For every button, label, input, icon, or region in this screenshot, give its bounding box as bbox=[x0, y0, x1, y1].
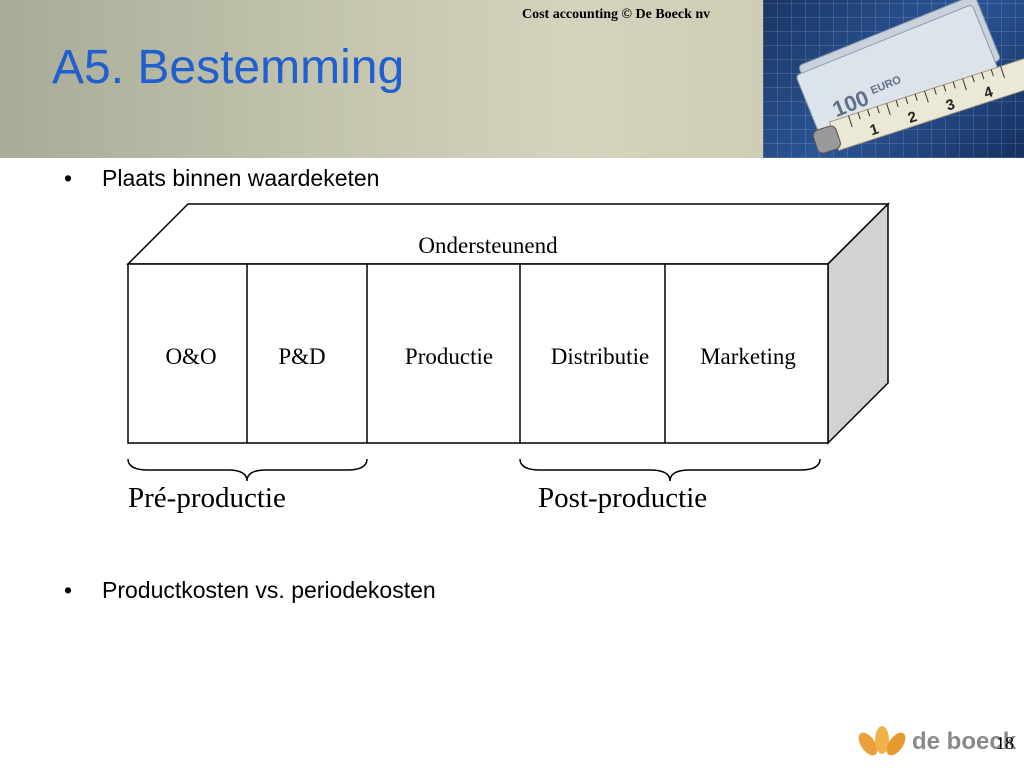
copyright-text: Cost accounting © De Boeck nv bbox=[522, 7, 711, 22]
top-label-ondersteunend: Ondersteunend bbox=[418, 233, 558, 258]
bullet-item-value-chain: • Plaats binnen waardeketen bbox=[64, 165, 379, 192]
slide-title: A5. Bestemming bbox=[52, 41, 405, 94]
box-label-pd: P&D bbox=[278, 344, 325, 369]
brace-label-post-productie: Post-productie bbox=[538, 482, 707, 514]
leaf-logo-icon bbox=[858, 726, 906, 756]
bullet-dot: • bbox=[64, 165, 73, 191]
box-front-face bbox=[127, 263, 829, 444]
box-label-marketing: Marketing bbox=[700, 344, 796, 369]
brace-pre-productie bbox=[127, 458, 368, 482]
page-number: 18 bbox=[996, 733, 1014, 753]
money-ruler-illustration: 100 EURO 1 2 3 4 bbox=[796, 0, 1024, 154]
logo-text: de boeck bbox=[912, 728, 1017, 755]
box-label-productie: Productie bbox=[405, 344, 493, 369]
box-label-distributie: Distributie bbox=[551, 344, 649, 369]
bullet-text: Plaats binnen waardeketen bbox=[102, 165, 380, 191]
brace-post-productie bbox=[519, 458, 821, 482]
bullet-text: Productkosten vs. periodekosten bbox=[102, 577, 436, 603]
bullet-dot: • bbox=[64, 577, 73, 603]
publisher-logo: de boeck bbox=[854, 722, 1016, 762]
header-band: Cost accounting © De Boeck nv A5. Bestem… bbox=[0, 0, 763, 158]
brace-label-pre-productie: Pré-productie bbox=[128, 482, 286, 514]
box-label-oo: O&O bbox=[165, 344, 216, 369]
tape-hook bbox=[812, 125, 841, 154]
bullet-item-cost-types: • Productkosten vs. periodekosten bbox=[64, 577, 436, 604]
header-photo: 100 EURO 1 2 3 4 bbox=[763, 0, 1024, 158]
